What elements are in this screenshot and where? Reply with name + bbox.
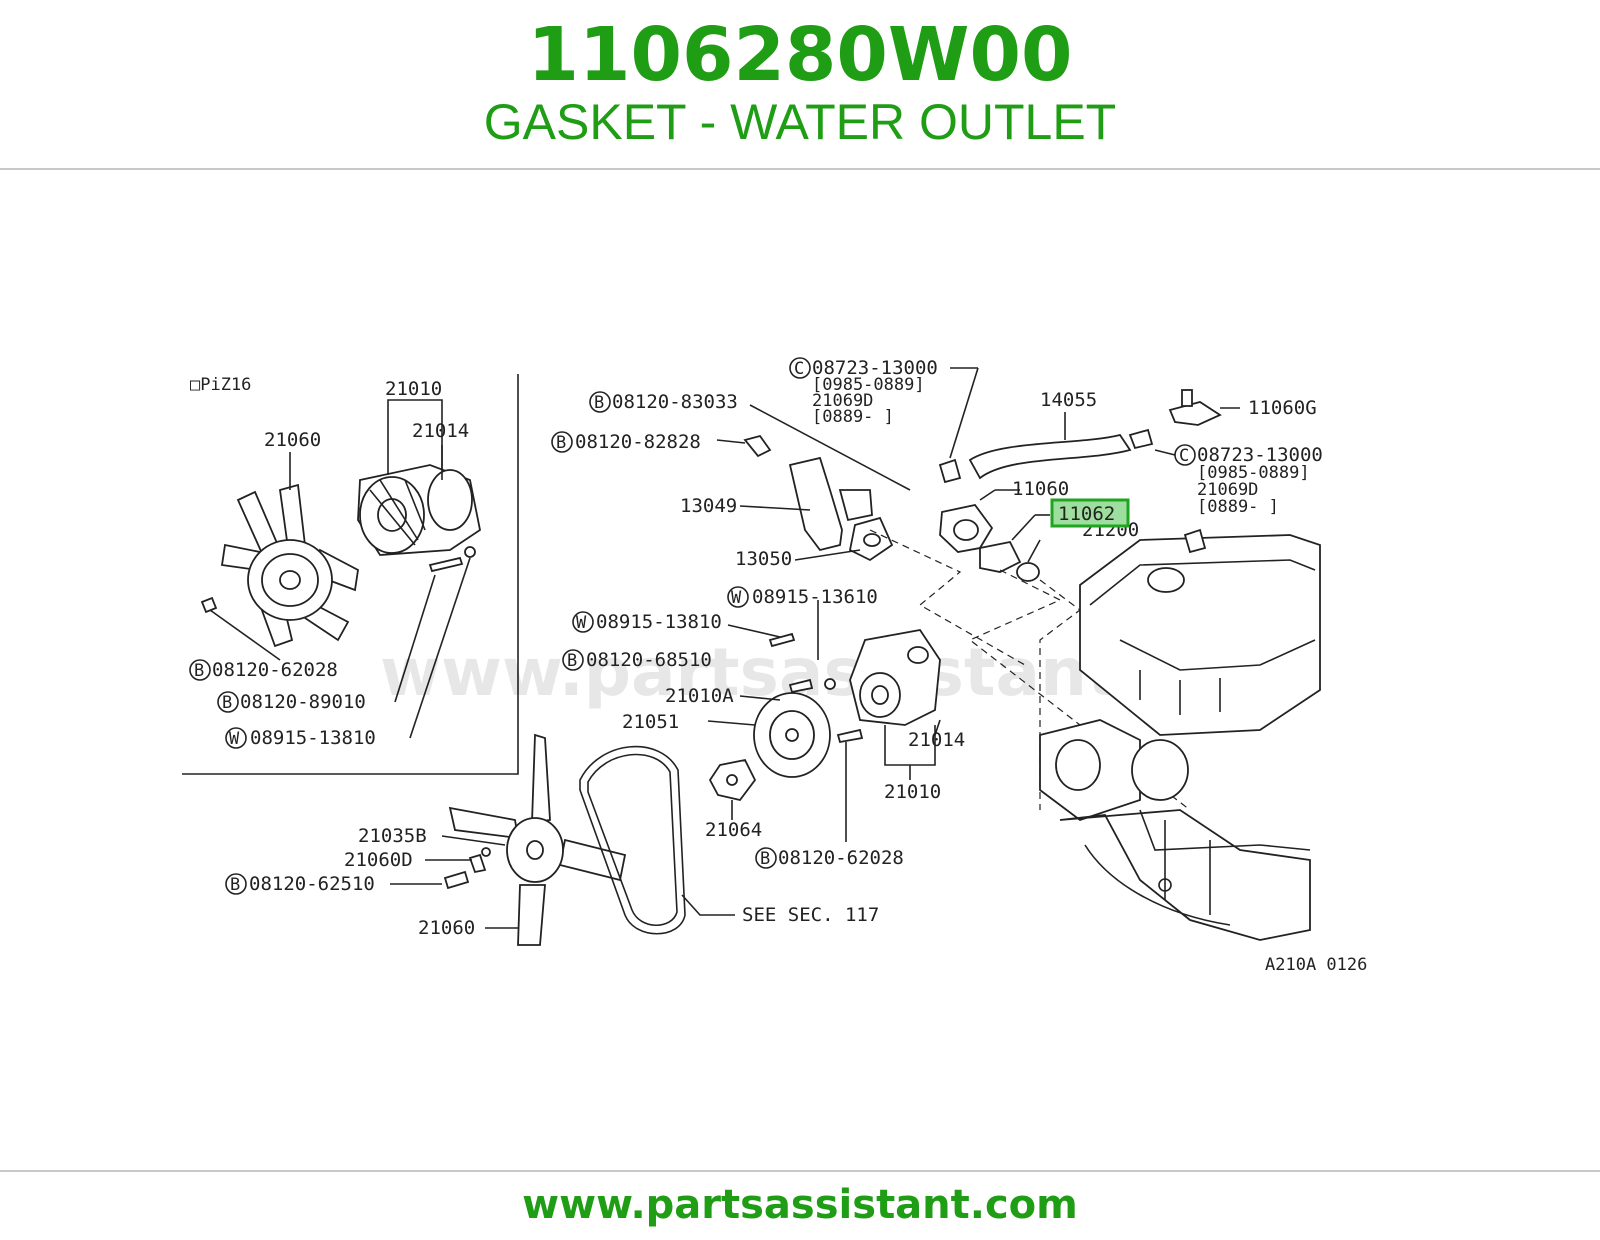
label-21060: 21060 [418,917,475,939]
water-outlet-and-gasket-drawing [939,503,1040,582]
label-11062-highlighted[interactable]: 11062 [1058,503,1115,525]
inset-pump-drawing [357,464,482,573]
label-range-a1: [0985-0889] [812,375,925,395]
label-11060: 11060 [1012,478,1069,500]
label-08120-89010: 08120-89010 [240,691,366,713]
parts-diagram-svg: □PiZ16 [180,340,1420,1010]
label-08120-62510: 08120-62510 [249,873,375,895]
badge-b: B [194,661,204,681]
label-08915-13810: 08915-13810 [596,611,722,633]
label-21060d: 21060D [344,849,413,871]
label-21051: 21051 [622,711,679,733]
label-13050: 13050 [735,548,792,570]
label-21035b: 21035B [358,825,427,847]
badge-w: W [731,588,742,608]
label-13049: 13049 [680,495,737,517]
dashed-guide-c [1039,579,1081,810]
part-name-subtitle: GASKET - WATER OUTLET [483,94,1117,150]
badge-b: B [760,849,770,869]
badge-b: B [556,433,566,453]
label-range-a2: [0889- ] [812,407,894,427]
label-21064: 21064 [705,819,762,841]
footer-website-link[interactable]: www.partsassistant.com [522,1182,1078,1228]
label-21060-inset: 21060 [264,429,321,451]
label-21010a: 21010A [665,685,734,707]
label-08120-83033: 08120-83033 [612,391,738,413]
label-14055: 14055 [1040,389,1097,411]
inset-label: □PiZ16 [190,375,251,395]
label-08915-13810-inset: 08915-13810 [250,727,376,749]
label-08120-82828: 08120-82828 [575,431,701,453]
label-21014: 21014 [908,729,965,751]
label-11060g: 11060G [1248,397,1317,419]
label-08120-62028: 08120-62028 [778,847,904,869]
engine-block-drawing [1039,528,1321,941]
part-number-title: 1106280W00 [527,12,1073,98]
label-08120-62028-inset: 08120-62028 [212,659,338,681]
badge-c: C [794,359,804,379]
water-outlet-housing-drawing [743,434,894,562]
label-21010: 21010 [884,781,941,803]
header-divider [0,168,1600,170]
label-08120-68510: 08120-68510 [586,649,712,671]
badge-b: B [222,693,232,713]
diagram-ref-code: A210A 0126 [1265,955,1367,975]
badge-w: W [229,729,240,749]
label-21069d-b: 21069D [1197,480,1258,500]
label-21069d-a: 21069D [812,391,873,411]
lower-fan-and-belt-drawing [443,733,686,946]
label-08915-13610: 08915-13610 [752,586,878,608]
water-pump-drawing [708,629,941,802]
label-range-b1: [0985-0889] [1197,463,1310,483]
dashed-guide-a [869,529,1026,666]
footer-divider [0,1170,1600,1172]
upper-hose-drawing [938,389,1222,484]
inset-border [182,374,519,775]
label-range-b2: [0889- ] [1197,497,1279,517]
parts-diagram: □PiZ16 [180,340,1420,1010]
badge-b: B [594,393,604,413]
badge-c: C [1179,446,1189,466]
label-08723-13000-a: 08723-13000 [812,357,938,379]
inset-leader-21010 [387,399,443,412]
badge-b: B [230,875,240,895]
gasket-water-outlet-part [979,540,1022,573]
inset-fan-drawing [200,483,359,648]
label-21014-inset: 21014 [412,420,469,442]
badge-b: B [567,651,577,671]
label-08723-13000-b: 08723-13000 [1197,444,1323,466]
label-21010-inset: 21010 [385,378,442,400]
badge-w: W [576,613,587,633]
label-see-sec-117: SEE SEC. 117 [742,904,879,926]
page-header: 1106280W00 GASKET - WATER OUTLET [0,0,1600,168]
highlight-box[interactable] [1050,498,1130,528]
